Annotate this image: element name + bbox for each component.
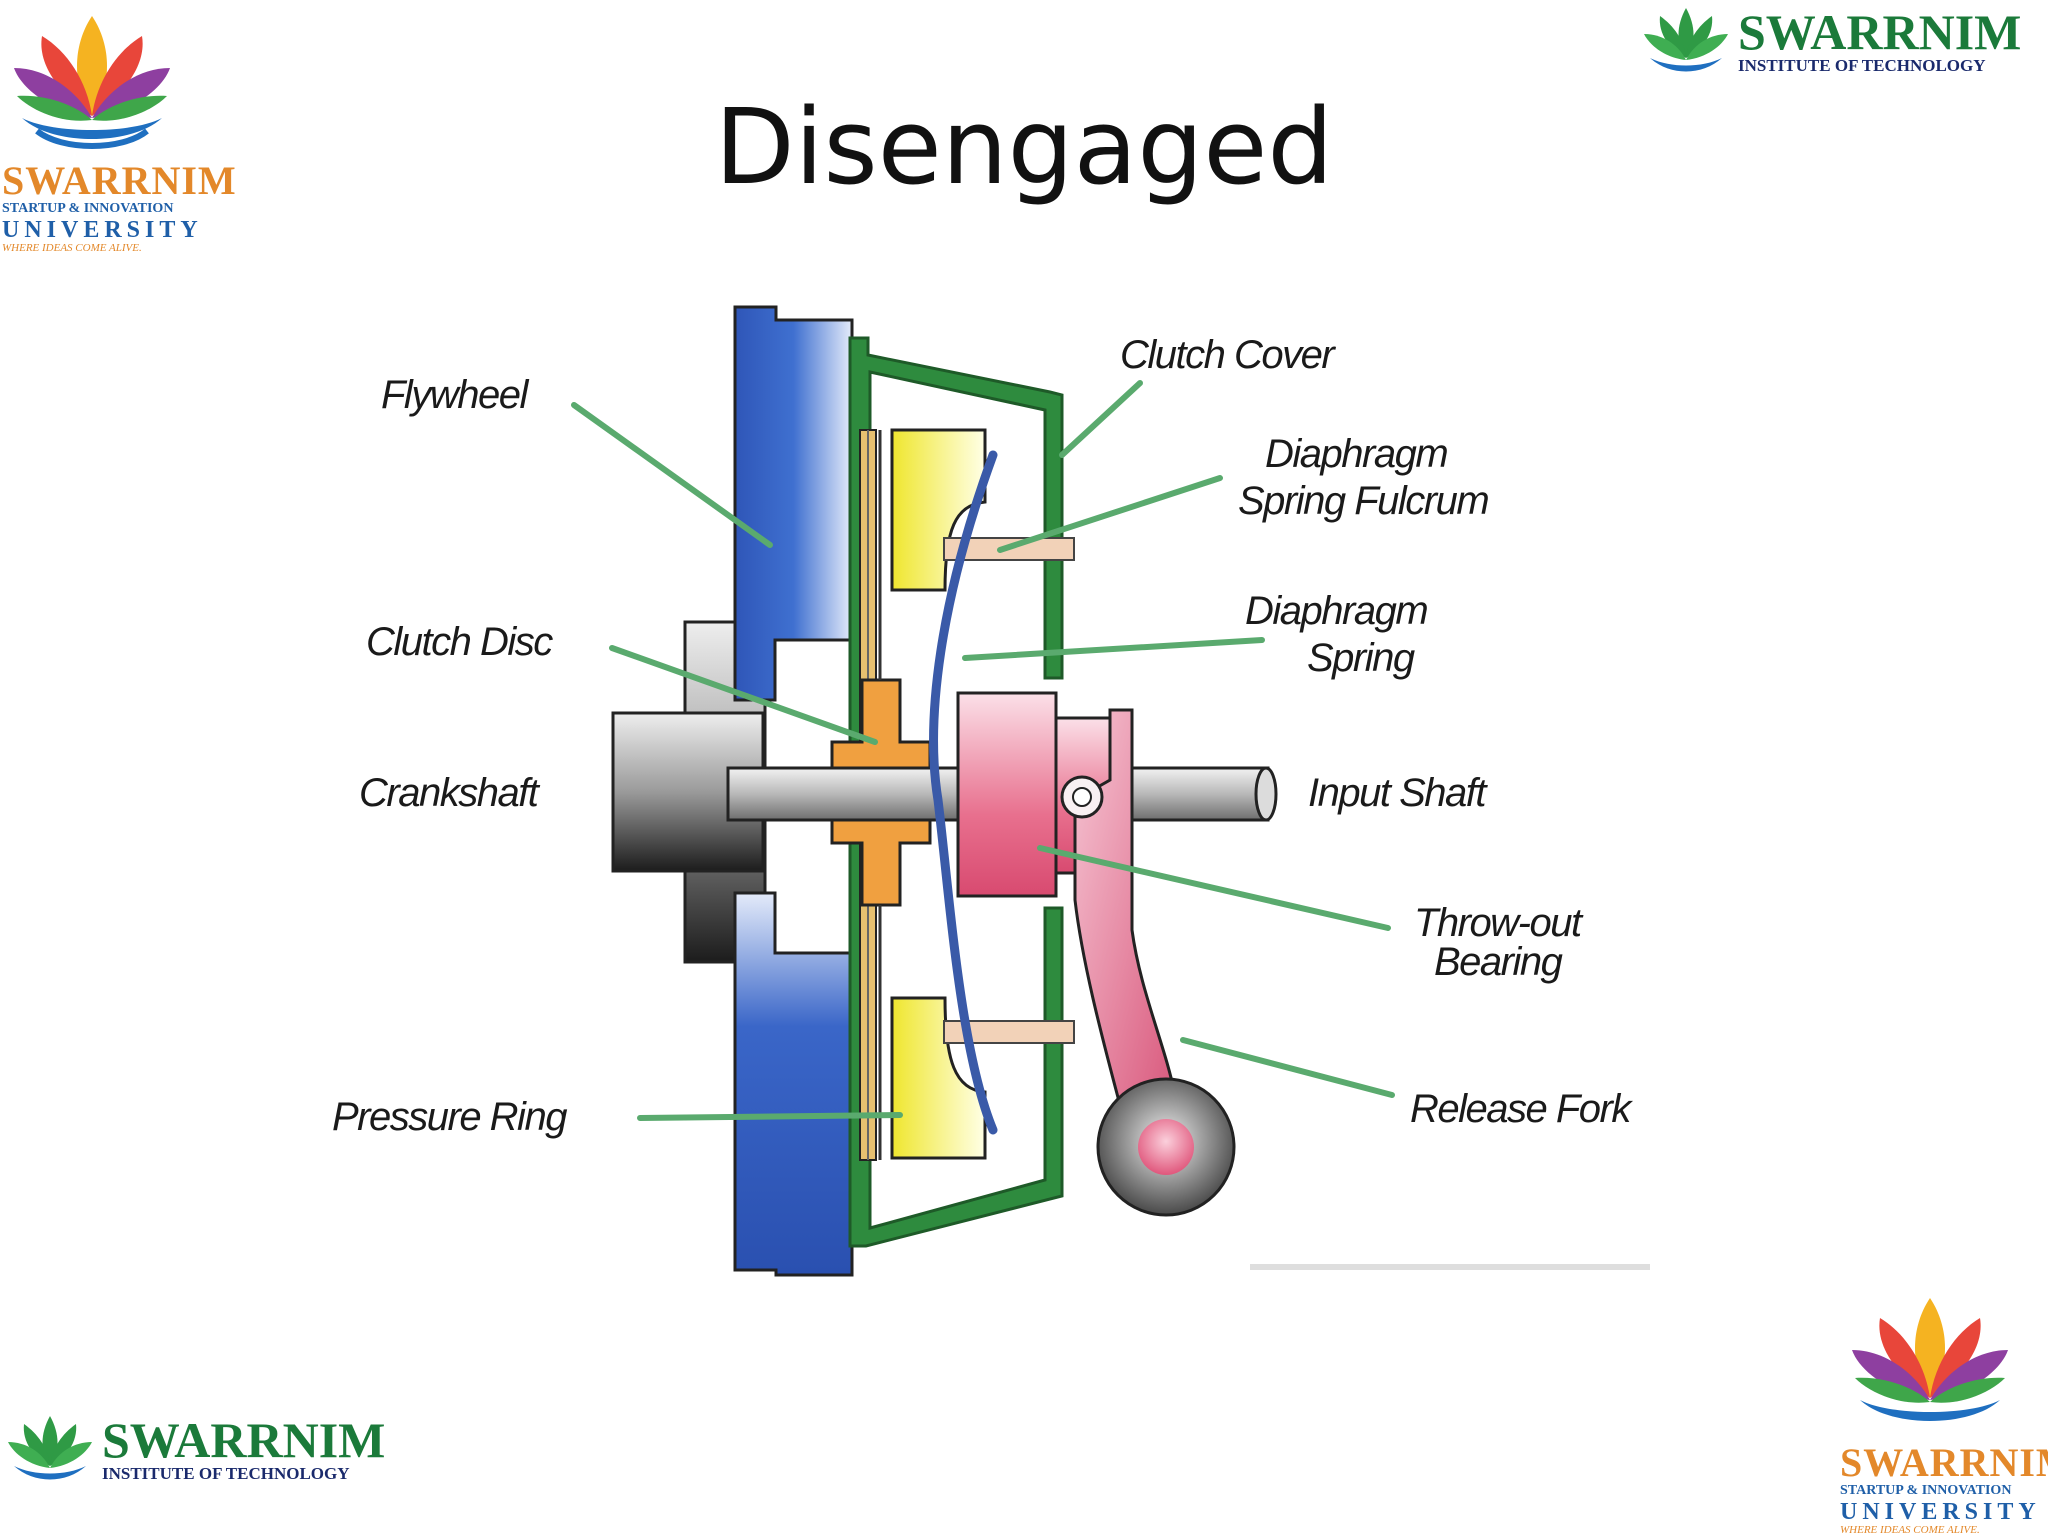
label-clutch-cover: Clutch Cover xyxy=(1120,333,1336,377)
lotus-icon xyxy=(14,16,170,149)
label-clutch-disc: Clutch Disc xyxy=(366,620,553,664)
label-throwout-line1: Throw-out xyxy=(1414,901,1584,945)
university-line1: STARTUP & INNOVATION xyxy=(2,201,174,216)
institute-name: SWARRNIM xyxy=(1738,3,2022,60)
label-spring-line2: Spring xyxy=(1307,636,1415,680)
label-input-shaft: Input Shaft xyxy=(1308,771,1488,815)
university-line1: STARTUP & INNOVATION xyxy=(1840,1483,2012,1498)
clutch-disc xyxy=(830,430,932,1160)
release-fork xyxy=(1060,708,1236,1217)
diaphragm-spring xyxy=(929,450,998,1135)
institute-line1: INSTITUTE OF TECHNOLOGY xyxy=(1738,55,1986,75)
clutch-cover xyxy=(848,336,1064,1248)
flywheel xyxy=(733,305,854,1277)
label-spring-line1: Diaphragm xyxy=(1245,589,1427,633)
university-name: SWARRNIM xyxy=(1840,1440,2048,1485)
leader-lines xyxy=(571,380,1395,1121)
university-logo-bottom: SWARRNIM STARTUP & INNOVATION UNIVERSITY… xyxy=(1840,1288,2048,1536)
university-tagline: WHERE IDEAS COME ALIVE. xyxy=(1840,1523,1980,1536)
lotus-green-icon xyxy=(1644,8,1728,72)
lotus-green-icon xyxy=(8,1416,92,1480)
university-line2: UNIVERSITY xyxy=(2,216,203,243)
institute-logo-bottom: SWARRNIM INSTITUTE OF TECHNOLOGY xyxy=(4,1412,385,1484)
slide-title: Disengaged xyxy=(714,86,1334,208)
label-throwout-line2: Bearing xyxy=(1434,940,1563,984)
university-tagline: WHERE IDEAS COME ALIVE. xyxy=(2,241,142,254)
label-pressure-ring: Pressure Ring xyxy=(332,1095,567,1139)
label-fulcrum-line1: Diaphragm xyxy=(1265,432,1447,476)
label-release-fork: Release Fork xyxy=(1410,1087,1633,1131)
university-logo-top: SWARRNIM STARTUP & INNOVATION UNIVERSITY… xyxy=(2,6,236,254)
lotus-icon xyxy=(1852,1298,2008,1421)
institute-line1: INSTITUTE OF TECHNOLOGY xyxy=(102,1463,350,1483)
institute-logo-top: SWARRNIM INSTITUTE OF TECHNOLOGY xyxy=(1640,4,2021,76)
label-fulcrum-line2: Spring Fulcrum xyxy=(1238,479,1488,523)
institute-name: SWARRNIM xyxy=(102,1411,386,1468)
pressure-ring xyxy=(890,428,987,1160)
university-line2: UNIVERSITY xyxy=(1840,1498,2041,1525)
image-crop-artifact xyxy=(1250,1264,1650,1270)
label-flywheel: Flywheel xyxy=(381,373,529,417)
label-crankshaft: Crankshaft xyxy=(359,771,541,815)
